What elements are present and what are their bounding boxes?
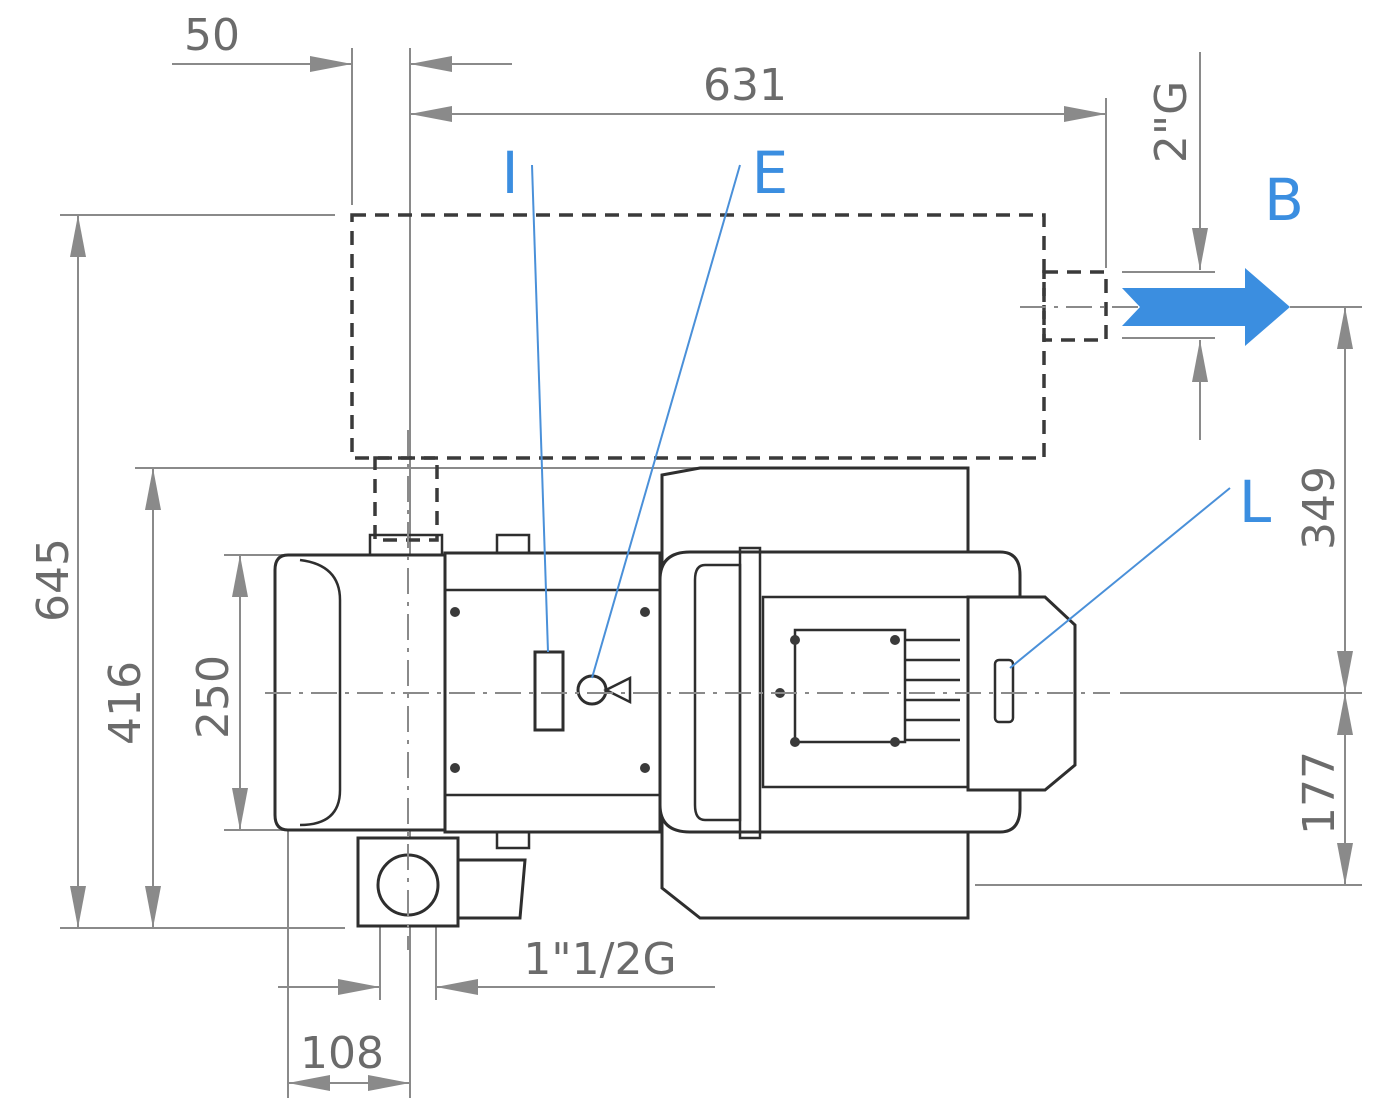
dimension-labels: 50 631 2"G 645 416 250 349 177 108 1"1/2… [28,10,1345,1079]
dimension-label-631: 631 [703,60,787,111]
callout-label-e: E [752,139,789,207]
dimension-label-177: 177 [1294,751,1345,835]
center-lines [265,306,1290,950]
callout-label-i: I [501,139,518,207]
dimension-label-416: 416 [100,661,151,745]
dimension-lines [60,48,1362,1098]
callout-label-l: L [1239,468,1271,536]
dimension-label-250: 250 [188,655,239,739]
dimension-label-1-half-2g: 1"1/2G [523,934,676,985]
callout-labels: I E B L [501,139,1303,536]
callout-label-b: B [1264,166,1304,234]
dimension-label-50: 50 [184,10,240,61]
optional-tank-outline [350,213,1108,542]
flow-direction-arrow-icon [1122,268,1290,346]
dimension-label-645: 645 [28,538,79,622]
pump-assembly [273,466,1077,928]
callout-leader-lines [531,164,1231,679]
dimension-label-349: 349 [1294,466,1345,550]
dimension-label-108: 108 [300,1028,384,1079]
dimension-label-2g: 2"G [1146,81,1197,163]
